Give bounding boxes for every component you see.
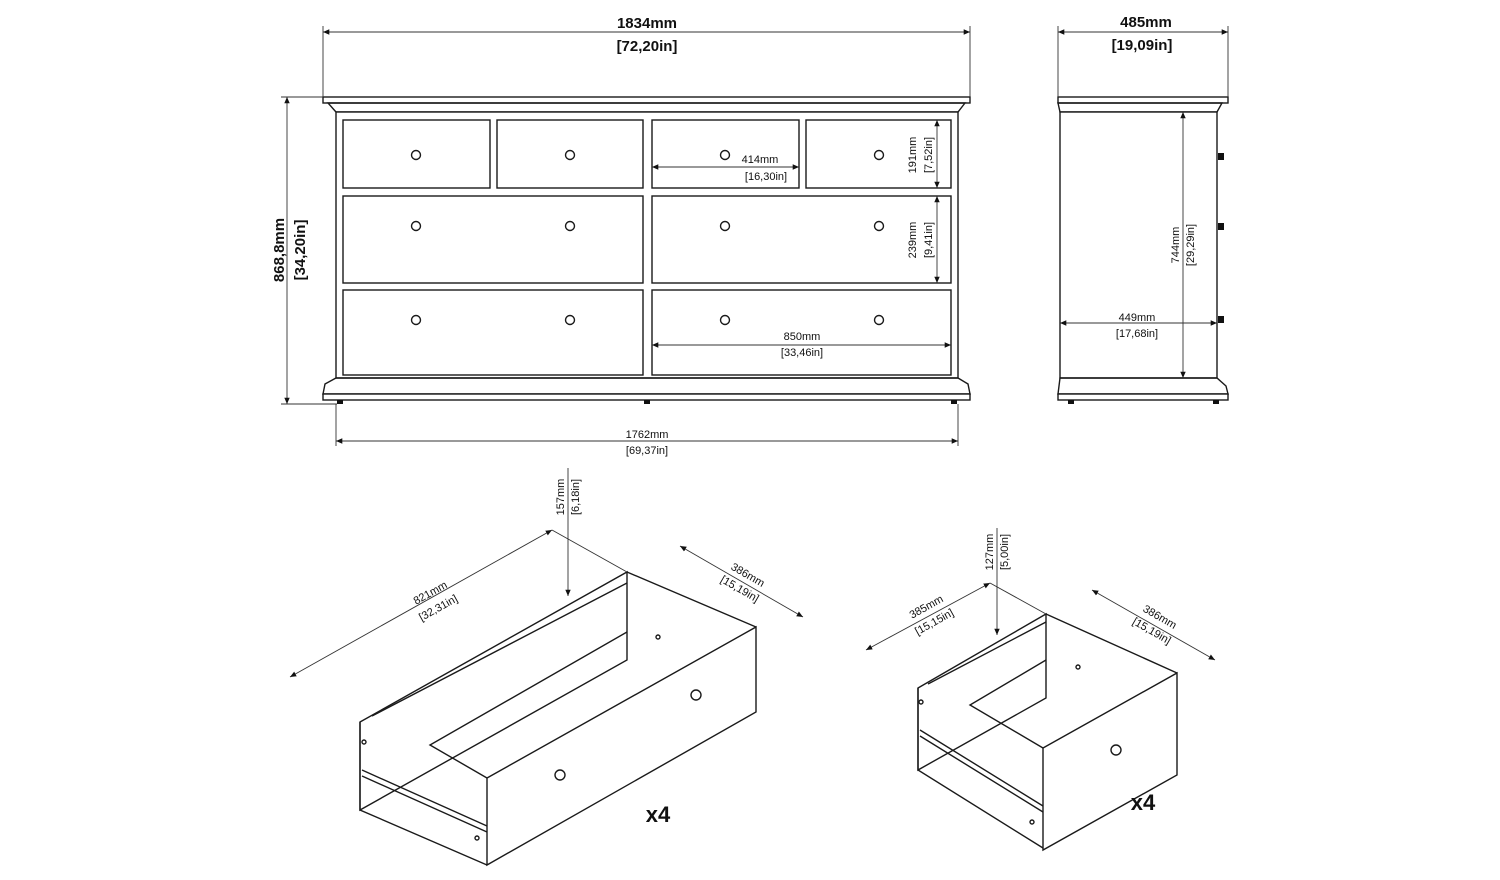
dim-label: [7,52in] [923, 137, 935, 173]
dim-label: 850mm [784, 331, 821, 343]
dim-label: 1762mm [626, 429, 669, 441]
dim-label: [33,46in] [781, 347, 823, 359]
dim-label: [17,68in] [1116, 328, 1158, 340]
dim-label: [29,29in] [1185, 224, 1197, 266]
dim-label: 414mm [742, 154, 779, 166]
dim-label: [9,41in] [923, 222, 935, 258]
dim-overall-depth: 485mm [19,09in] [1057, 14, 1229, 97]
dim-label: [6,18in] [570, 479, 582, 515]
dim-label: 239mm [907, 222, 919, 259]
dim-label: 868,8mm [271, 218, 288, 282]
front-view: 1834mm [72,20in] 868,8mm [34,20in] 1762m… [271, 15, 971, 457]
side-view: 485mm [19,09in] 744mm [29,29in] 449mm [1… [1057, 14, 1229, 404]
knob-icons [410, 149, 885, 326]
dim-label: 485mm [1120, 14, 1172, 31]
quantity-label: x4 [646, 802, 671, 827]
quantity-label: x4 [1131, 790, 1156, 815]
dim-label: [19,09in] [1112, 37, 1173, 54]
dim-label: [72,20in] [617, 38, 678, 55]
dim-body-width: 1762mm [69,37in] [335, 404, 959, 457]
dim-body-height: 744mm [29,29in] [1170, 112, 1197, 378]
dim-small-drawer-height: 191mm [7,52in] [907, 120, 940, 188]
dim-large-drawer-height: 157mm [6,18in] [555, 468, 582, 596]
dim-large-drawer-width: 850mm [33,46in] [652, 331, 951, 359]
dim-body-depth: 449mm [17,68in] [1060, 312, 1217, 340]
dim-small-drawer-width: 414mm [16,30in] [652, 154, 799, 183]
dim-label: 191mm [907, 137, 919, 174]
dim-label: 449mm [1119, 312, 1156, 324]
dim-label: 1834mm [617, 15, 677, 32]
dim-large-drawer-height: 239mm [9,41in] [907, 196, 940, 283]
dim-label: 744mm [1170, 227, 1182, 264]
dim-label: [5,00in] [999, 534, 1011, 570]
dim-label: [69,37in] [626, 445, 668, 457]
knob-icons [1218, 153, 1224, 323]
dim-label: [34,20in] [292, 220, 309, 281]
dim-small-drawer-height: 127mm [5,00in] [984, 528, 1011, 635]
dim-label: 157mm [555, 479, 567, 516]
drawer-fronts [342, 119, 952, 376]
dim-label: [16,30in] [745, 171, 787, 183]
dim-label: 127mm [984, 534, 996, 571]
large-drawer-isometric: 821mm [32,31in] 386mm [15,19in] 157mm [6… [289, 468, 804, 867]
dim-small-drawer-length: 385mm [15,15in] [865, 582, 991, 651]
dim-overall-height: 868,8mm [34,20in] [271, 96, 337, 405]
small-drawer-isometric: 385mm [15,15in] 386mm [15,19in] 127mm [5… [865, 528, 1216, 852]
dim-overall-width: 1834mm [72,20in] [322, 15, 971, 97]
